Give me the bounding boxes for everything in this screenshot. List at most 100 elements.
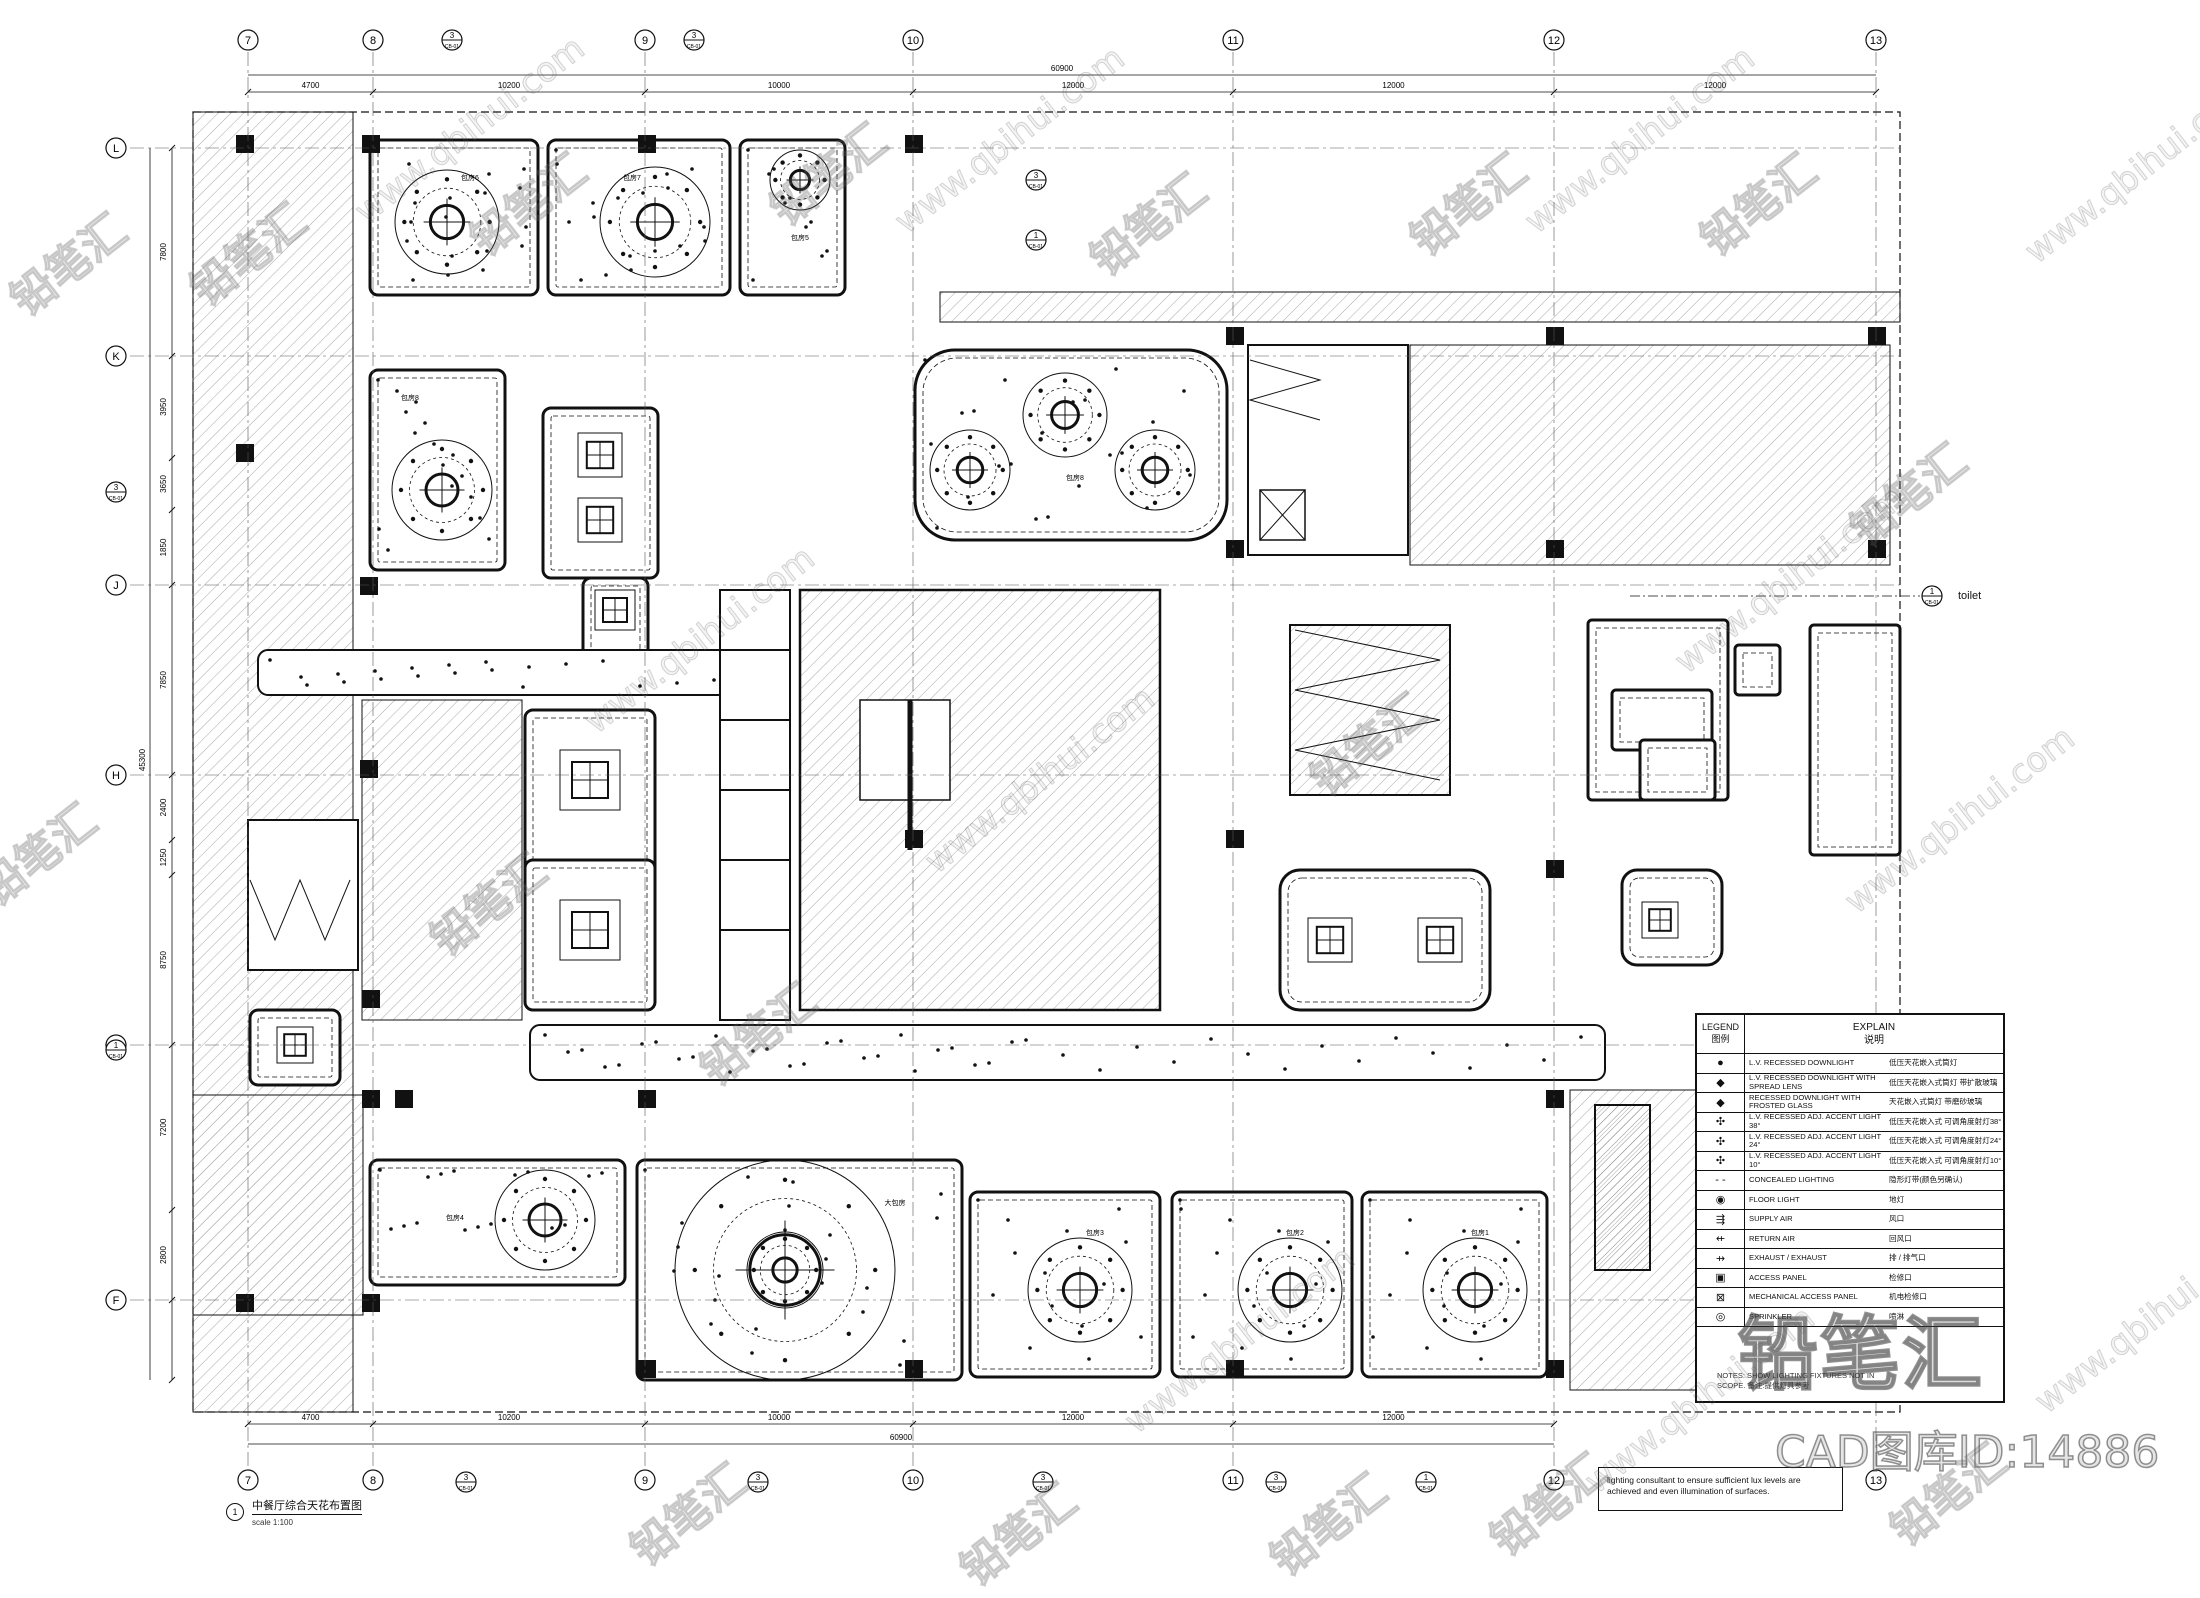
structural-column <box>395 1090 413 1108</box>
downlight-dot <box>676 1245 680 1249</box>
downlight-dot <box>450 484 454 488</box>
legend-row: ◆ RECESSED DOWNLIGHT WITH FROSTED GLASS … <box>1697 1093 2003 1113</box>
structural-column <box>1546 860 1564 878</box>
drawing-title-block: 1 中餐厅综合天花布置图 scale 1:100 <box>226 1497 362 1527</box>
downlight-dot <box>702 225 706 229</box>
legend-text-cn: 低压天花嵌入式 可调角度射灯24° <box>1889 1136 2002 1145</box>
downlight-dot <box>703 239 707 243</box>
downlight-dot <box>862 1056 866 1060</box>
dome-downlight <box>1472 1330 1478 1335</box>
dome-downlight <box>719 1204 724 1209</box>
dimension-total-left: 45300 <box>138 748 147 771</box>
dome-downlight <box>1287 1245 1293 1250</box>
downlight-dot <box>712 678 716 682</box>
dome-downlight <box>468 516 474 522</box>
downlight-dot <box>587 1174 591 1178</box>
legend-symbol: ● <box>1697 1054 1745 1073</box>
legend-head-cn: 图例 <box>1711 1034 1730 1044</box>
downlight-dot <box>638 684 642 688</box>
dome-downlight <box>398 487 404 493</box>
grid-bubble-row <box>105 345 127 367</box>
downlight-dot <box>580 1048 584 1052</box>
downlight-dot <box>709 1322 713 1326</box>
legend-row: ⇷ RETURN AIR 回风口 <box>1697 1229 2003 1249</box>
dome-downlight <box>501 1217 507 1223</box>
dome-downlight <box>815 195 820 200</box>
ceiling-dome-light-ring <box>1128 443 1182 497</box>
dimension-tick <box>1229 1420 1237 1428</box>
legend-text-cn: 低压天花嵌入式 可调角度射灯10° <box>1889 1155 2002 1165</box>
downlight-dot <box>936 1048 940 1052</box>
downlight-dot <box>1083 398 1087 402</box>
dome-downlight <box>782 1177 788 1183</box>
downlight-dot <box>413 431 417 435</box>
legend-header-explain: EXPLAIN 说明 <box>1745 1015 2003 1053</box>
downlight-dot <box>939 1192 943 1196</box>
legend-text-en: EXHAUST / EXHAUST <box>1749 1253 1827 1262</box>
dimension-tick <box>641 1420 649 1428</box>
dome-downlight <box>620 251 626 257</box>
dimension-tick <box>1229 88 1237 96</box>
room-wall <box>1808 623 1902 857</box>
downlight-dot <box>839 1039 843 1043</box>
structural-column <box>362 990 380 1008</box>
dimension-value: 10200 <box>498 1413 521 1422</box>
structural-column <box>362 1294 380 1312</box>
grid-label-col: 9 <box>642 1475 648 1487</box>
legend-text-cn: 风口 <box>1889 1214 1905 1223</box>
grid-label-col: 13 <box>1870 35 1882 47</box>
downlight-dot <box>378 1168 382 1172</box>
legend-row: ● L.V. RECESSED DOWNLIGHT 低压天花嵌入式筒灯 <box>1697 1054 2003 1074</box>
legend-row: ✣ L.V. RECESSED ADJ. ACCENT LIGHT 10° 低压… <box>1697 1151 2003 1171</box>
room-wall <box>1733 643 1782 697</box>
ceiling-dome-outer <box>599 166 711 278</box>
downlight-dot <box>1542 1058 1546 1062</box>
section-marker-sheet: CB-01 <box>1269 1486 1283 1492</box>
room-wall <box>738 138 847 297</box>
dome-downlight <box>751 1267 757 1273</box>
legend-text-cn: 喷淋 <box>1889 1311 1905 1321</box>
downlight-dot <box>641 191 645 195</box>
dome-downlight <box>1502 1317 1508 1323</box>
section-marker-sheet: CB-01 <box>445 44 459 50</box>
downlight-dot <box>485 249 489 253</box>
legend-symbol: ◆ <box>1697 1073 1745 1092</box>
legend-symbol: ⊠ <box>1697 1288 1745 1307</box>
dome-downlight <box>439 528 445 534</box>
downlight-dot <box>426 1175 430 1179</box>
elevator-shaft <box>1259 489 1306 541</box>
grid-label-col: 12 <box>1548 35 1560 47</box>
legend-text-en: MECHANICAL ACCESS PANEL <box>1749 1292 1858 1301</box>
dimension-tick <box>909 88 917 96</box>
structural-column <box>1868 540 1886 558</box>
dome-downlight <box>692 1267 697 1273</box>
downlight-dot <box>448 196 452 200</box>
legend-row: ⇶ SUPPLY AIR 风口 <box>1697 1210 2003 1230</box>
grid-bubble-col <box>902 29 924 51</box>
downlight-dot <box>783 201 787 205</box>
downlight-dot <box>791 1180 795 1184</box>
downlight-dot <box>973 1063 977 1067</box>
downlight-dot <box>1114 367 1118 371</box>
downlight-dot <box>1228 1218 1232 1222</box>
structural-column <box>905 135 923 153</box>
dimension-value-left: 1250 <box>159 848 168 866</box>
downlight-dot <box>997 464 1001 468</box>
downlight-dot <box>1320 1044 1324 1048</box>
downlight-dot <box>1302 1324 1306 1328</box>
elevator-x <box>1259 489 1306 541</box>
section-marker-number: 3 <box>1034 171 1039 180</box>
dome-downlight <box>1047 1317 1053 1323</box>
downlight-dot <box>489 1222 493 1226</box>
downlight-dot <box>484 660 488 664</box>
downlight-dot <box>402 1224 406 1228</box>
downlight-dot <box>487 537 491 541</box>
legend-row: ▣ ACCESS PANEL 检修口 <box>1697 1268 2003 1288</box>
legend-symbol: ⇶ <box>1697 1210 1745 1229</box>
dome-downlight <box>1515 1287 1520 1293</box>
section-marker-number: 3 <box>1041 1473 1046 1482</box>
dome-downlight <box>474 189 480 195</box>
downlight-dot <box>750 1351 754 1355</box>
room-wall <box>368 138 540 297</box>
